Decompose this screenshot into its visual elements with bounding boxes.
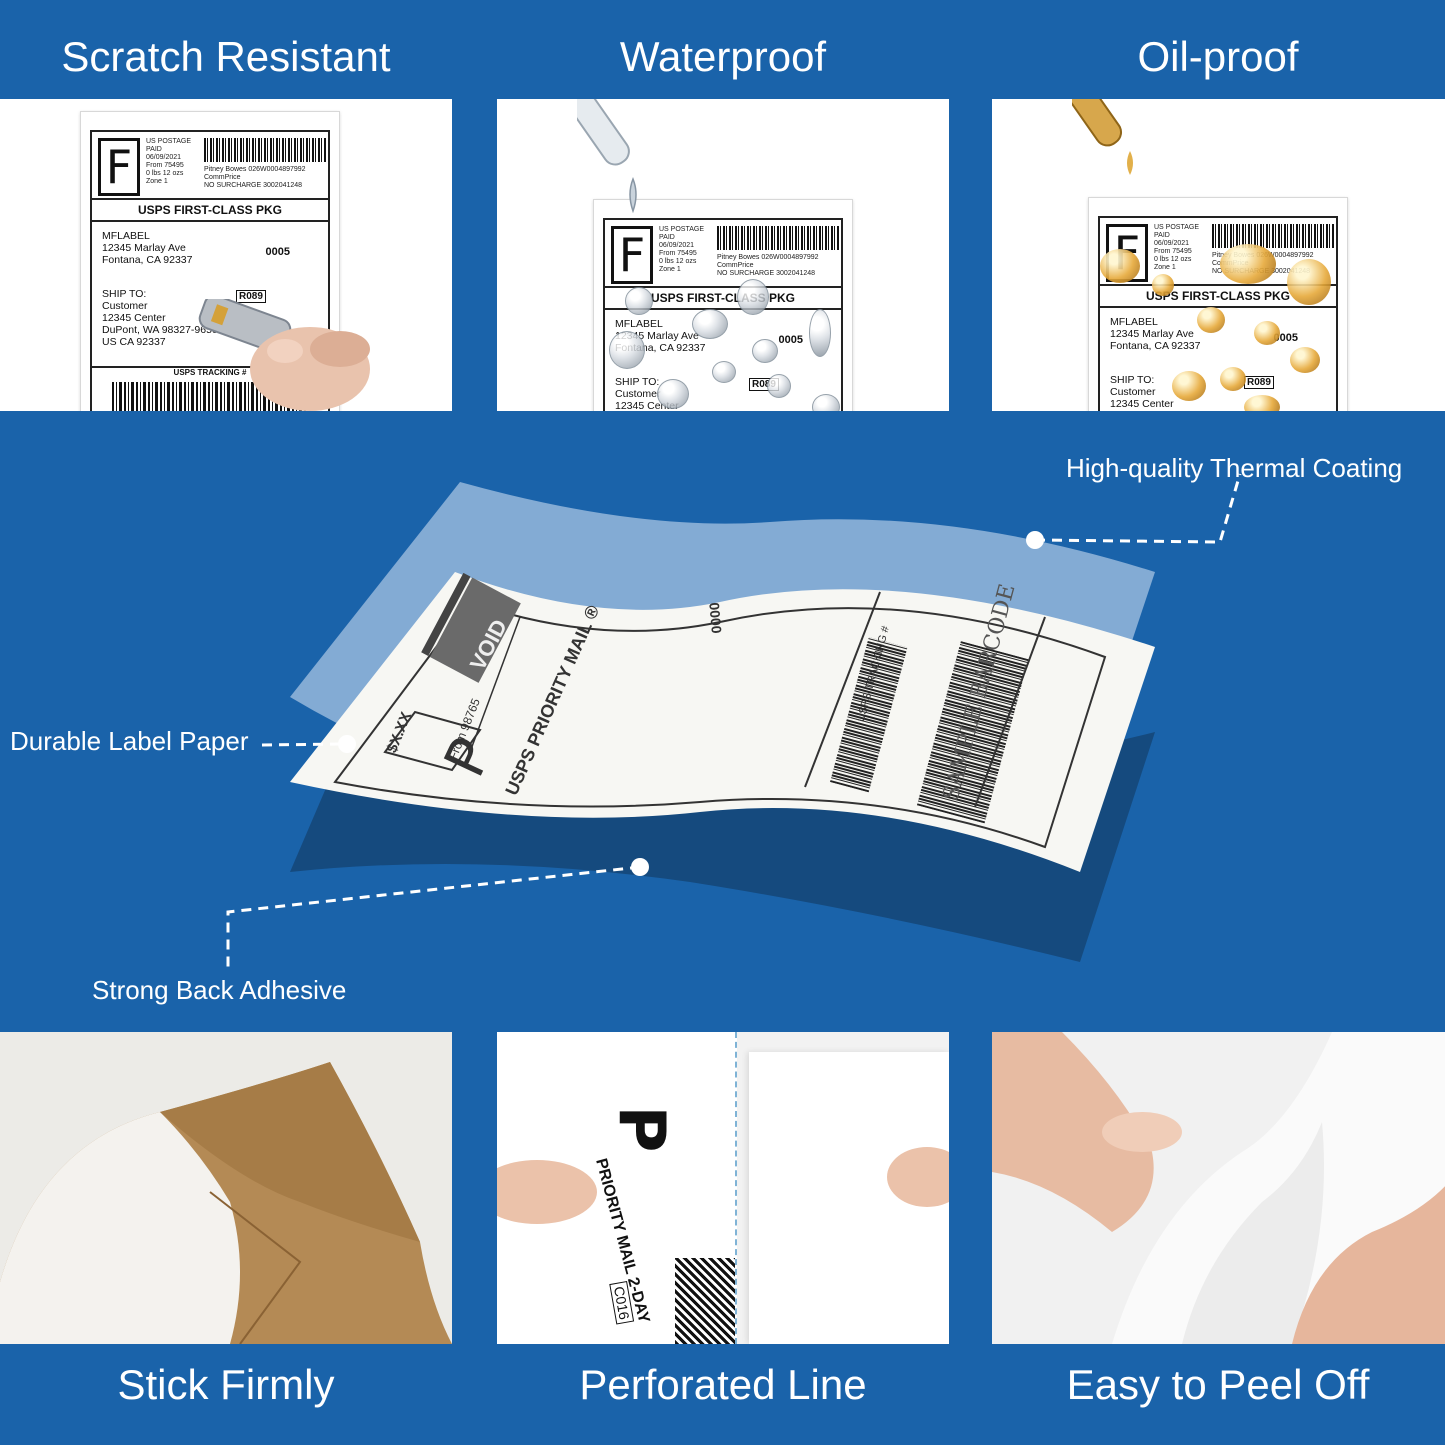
postage-info: US POSTAGE PAID 06/09/2021 From 75495 0 … xyxy=(146,138,191,185)
sender-address: MFLABEL 12345 Marlay Ave Fontana, CA 923… xyxy=(102,230,193,266)
paper-dot xyxy=(338,735,356,753)
feature-title-stick-firmly: Stick Firmly xyxy=(117,1361,335,1408)
shipping-label: F US POSTAGE PAID 06/09/2021 From 75495 … xyxy=(80,111,340,411)
feature-title-perforated: Perforated Line xyxy=(579,1361,867,1408)
adhesive-dot xyxy=(631,858,649,876)
hand-scratching-icon xyxy=(198,299,370,411)
oil-drop xyxy=(1220,244,1276,284)
adhesive-peel-photo xyxy=(0,1032,452,1344)
water-drop xyxy=(609,331,645,369)
feature-title-oilproof: Oil-proof xyxy=(1137,33,1299,80)
label-layers-diagram xyxy=(226,473,1242,972)
paper-leader xyxy=(261,742,346,747)
route-code: R089 xyxy=(236,290,266,303)
water-drop xyxy=(809,309,831,357)
water-drop xyxy=(752,339,778,363)
recipient-address: SHIP TO: Customer 12345 Center DuPont, W… xyxy=(102,288,218,348)
qr-code xyxy=(675,1258,735,1344)
oil-dropper-icon xyxy=(1072,99,1133,175)
tracking-label: USPS TRACKING # xyxy=(92,366,328,382)
water-drop xyxy=(712,361,736,383)
oil-drop xyxy=(1220,367,1246,391)
water-drop xyxy=(657,379,689,409)
panel-easy-peel xyxy=(992,1032,1445,1344)
postage-meta: Pitney Bowes 026W0004897992 CommPrice NO… xyxy=(204,166,306,189)
water-drop xyxy=(767,374,791,398)
center-label-code: 0000 xyxy=(706,601,725,635)
panel-waterproof: F US POSTAGE PAID 06/09/2021 From 75495 … xyxy=(497,99,949,411)
adhesive-callout: Strong Back Adhesive xyxy=(92,975,347,1005)
feature-title-waterproof: Waterproof xyxy=(619,33,827,80)
coating-dot xyxy=(1026,531,1044,549)
feature-title-scratch: Scratch Resistant xyxy=(61,33,391,80)
paper-callout: Durable Label Paper xyxy=(10,726,249,756)
label-code: 0005 xyxy=(265,246,290,258)
sample-barcode xyxy=(830,637,1029,824)
oil-drop xyxy=(1244,395,1280,411)
service-class: USPS FIRST-CLASS PKG xyxy=(92,198,328,222)
oil-drop xyxy=(1172,371,1206,401)
void-barcode xyxy=(421,572,521,683)
oil-drop xyxy=(1287,259,1331,305)
panel-oilproof: F US POSTAGE PAID 06/09/2021 From 75495 … xyxy=(992,99,1445,411)
adhesive-leader xyxy=(226,865,641,972)
oil-drop xyxy=(1100,249,1140,283)
label-letter: F xyxy=(98,138,140,196)
postage-barcode xyxy=(204,138,326,162)
oil-drop xyxy=(1290,347,1320,373)
coating-leader xyxy=(1034,473,1242,544)
oil-drop xyxy=(1152,274,1174,296)
water-drop xyxy=(625,287,653,315)
feature-title-easy-peel: Easy to Peel Off xyxy=(1066,1361,1370,1408)
water-drop xyxy=(737,279,769,315)
water-dropper-icon xyxy=(577,99,637,214)
peeling-hands-photo xyxy=(992,1032,1445,1344)
hands-icon xyxy=(497,1147,949,1224)
oil-drop xyxy=(1254,321,1280,345)
coating-callout: High-quality Thermal Coating xyxy=(1066,453,1403,483)
panel-perforated-line: P PRIORITY MAIL 2-DAY C016 xyxy=(497,1032,949,1344)
panel-scratch-resistant: F US POSTAGE PAID 06/09/2021 From 75495 … xyxy=(0,99,452,411)
water-drop xyxy=(692,309,728,339)
oil-drop xyxy=(1197,307,1225,333)
panel-stick-firmly xyxy=(0,1032,452,1344)
